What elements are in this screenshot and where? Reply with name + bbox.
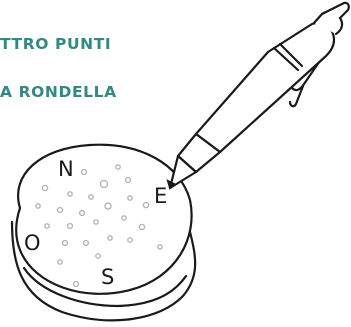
compass-west-label: O bbox=[24, 231, 41, 255]
pen-icon bbox=[170, 3, 349, 188]
compass-east-label: E bbox=[154, 184, 167, 208]
compass-north-label: N bbox=[58, 157, 74, 181]
washer-speckles bbox=[36, 165, 162, 287]
compass-south-label: S bbox=[101, 265, 114, 289]
